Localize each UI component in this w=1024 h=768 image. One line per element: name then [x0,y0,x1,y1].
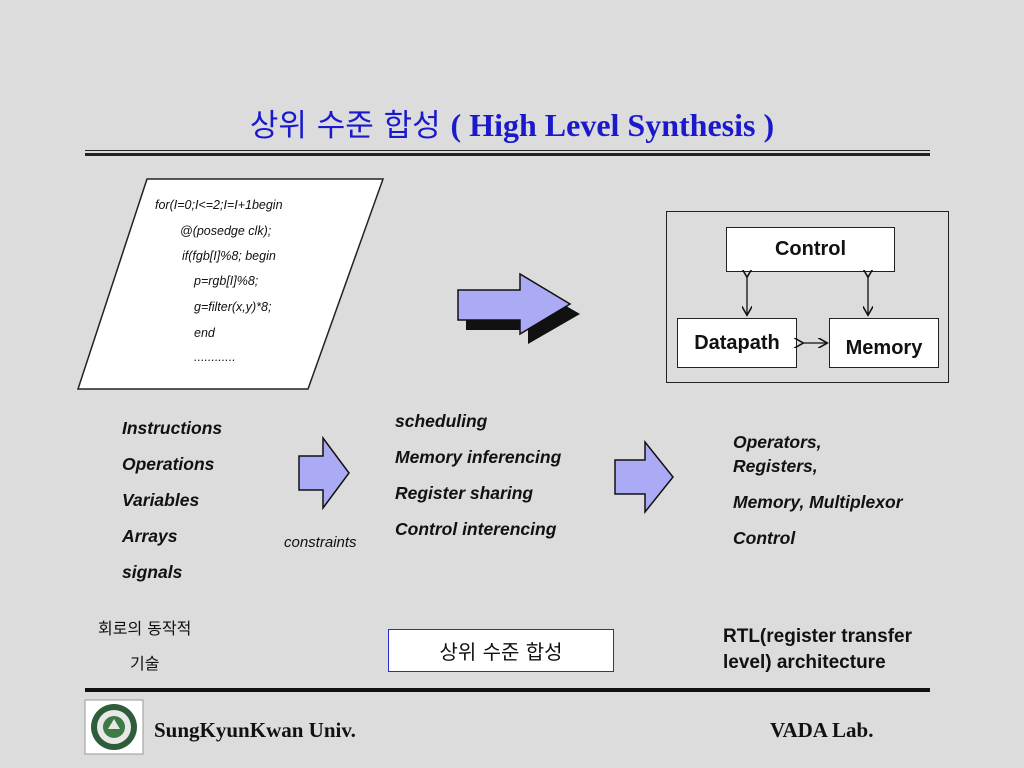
memory-box: Memory [829,318,939,368]
arrow-right-icon-2 [614,440,674,514]
behavior-caption-line-1: 회로의 동작적 [98,619,192,638]
inputs-list: Instructions Operations Variables Arrays… [122,410,222,590]
input-item: Operations [122,454,215,474]
tasks-list: scheduling Memory inferencing Register s… [395,403,561,547]
input-item: Arrays [122,526,178,546]
task-item: Memory inferencing [395,447,562,467]
title-english: ( High Level Synthesis ) [450,107,775,143]
synthesis-box: 상위 수준 합성 [388,629,614,672]
code-line-5: g=filter(x,y)*8; [194,300,272,314]
control-label: Control [774,238,847,260]
title-korean: 상위 수준 합성 [249,108,441,144]
code-parallelogram [76,178,385,390]
memory-label: Memory [845,336,923,359]
university-logo-icon [84,699,144,755]
footer-left: SungKyunKwan Univ. [154,718,356,742]
rtl-caption: RTL(register transfer level) architectur… [723,624,912,676]
input-item: Variables [122,490,200,510]
code-line-3: if(fgb[I]%8; begin [182,249,276,263]
code-line-7: ............ [194,350,236,364]
synthesis-box-label: 상위 수준 합성 [439,640,563,664]
title-rule-thin [85,150,930,151]
output-item: Memory, Multiplexor [733,492,903,512]
constraints-label: constraints [284,534,357,551]
task-item: Register sharing [395,483,534,503]
task-item: Control interencing [395,519,557,539]
arrow-right-icon-1 [298,436,350,510]
input-item: signals [122,562,183,582]
input-item: Instructions [122,418,223,438]
big-arrow-icon [457,272,580,344]
output-item: Registers, [733,456,818,476]
architecture-connectors [660,270,960,360]
output-item: Control [733,528,796,548]
outputs-list: Operators, Registers, Memory, Multiplexo… [733,430,903,550]
footer-rule [85,688,930,692]
code-line-6: end [194,326,215,340]
task-item: scheduling [395,411,488,431]
behavior-caption-line-2: 기술 [130,654,160,673]
rtl-caption-line-1: RTL(register transfer [723,626,912,647]
code-line-4: p=rgb[I]%8; [194,274,259,288]
code-line-2: @(posedge clk); [180,224,272,238]
code-line-1: for(I=0;I<=2;I=I+1begin [155,198,283,212]
footer-right: VADA Lab. [770,718,874,742]
datapath-label: Datapath [694,331,780,354]
datapath-box: Datapath [677,318,797,368]
output-item: Operators, [733,432,822,452]
title-rule-thick [85,153,930,156]
control-box: Control [726,227,895,272]
rtl-caption-line-2: level) architecture [723,652,886,673]
slide-title: 상위 수준 합성 ( High Level Synthesis ) [0,100,1024,145]
